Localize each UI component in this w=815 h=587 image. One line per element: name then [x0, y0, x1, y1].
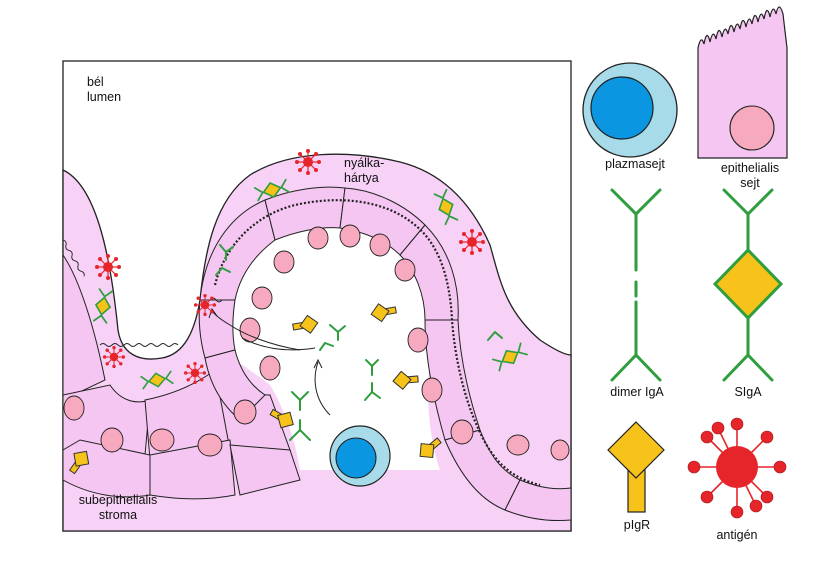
legend-label-epithelial-cell: epithelialis sejt: [720, 161, 780, 190]
legend-pigr-icon: [607, 421, 665, 513]
legend-siga-icon: [712, 188, 784, 382]
legend-label-antigen: antigén: [716, 528, 758, 542]
legend-label-siga: SIgA: [734, 385, 762, 399]
legend-antigen-icon: [687, 417, 787, 519]
legend-dimer-iga-icon: [610, 188, 662, 382]
epithelial-nuclei: [63, 224, 570, 461]
legend-epithelial-cell-icon: [697, 6, 788, 159]
label-stroma: subepithelialis stroma: [78, 493, 158, 522]
legend-plasma-cell-icon: [582, 62, 678, 158]
legend-label-plasma-cell: plazmasejt: [605, 157, 665, 171]
legend-label-dimer-iga: dimer IgA: [610, 385, 664, 399]
transport-arrows: [208, 307, 331, 416]
dimer-iga-molecules: [215, 244, 503, 441]
label-mucosa: nyálka- hártya: [344, 156, 385, 185]
plasma-cell: [329, 425, 391, 487]
legend-label-pigr: pIgR: [623, 518, 651, 532]
label-lumen: bél lumen: [87, 75, 122, 104]
